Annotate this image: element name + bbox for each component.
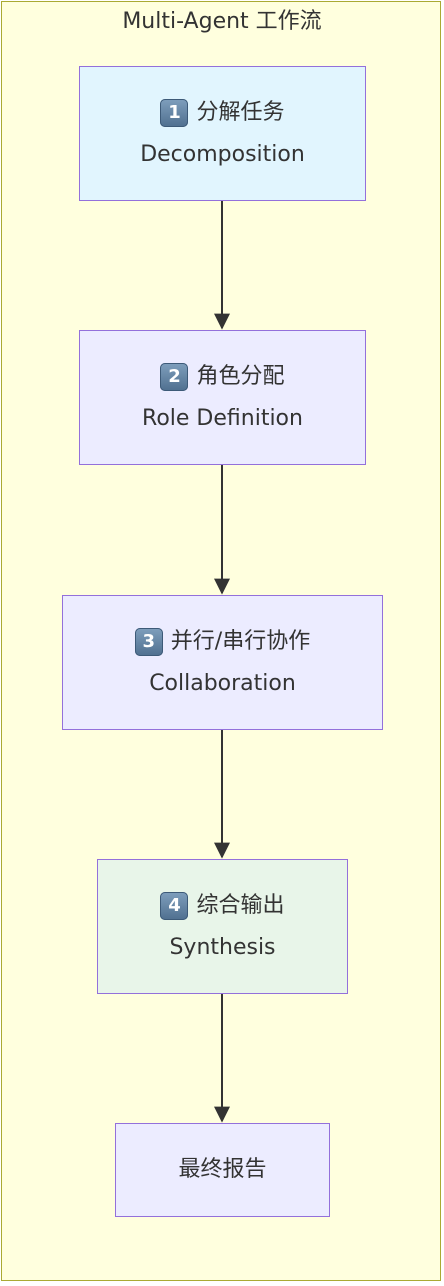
subgraph-title: Multi-Agent 工作流 bbox=[122, 9, 322, 34]
node-role-definition: 2 角色分配 Role Definition bbox=[79, 330, 366, 465]
node-sublabel: Decomposition bbox=[140, 141, 305, 167]
node-label: 分解任务 bbox=[196, 99, 285, 125]
node-collaboration: 3 并行/串行协作 Collaboration bbox=[62, 595, 383, 730]
keycap-4-icon: 4 bbox=[160, 891, 189, 920]
node-label: 最终报告 bbox=[178, 1157, 267, 1182]
node-label: 综合输出 bbox=[196, 892, 285, 918]
node-sublabel: Collaboration bbox=[149, 670, 296, 696]
node-sublabel: Role Definition bbox=[142, 405, 303, 431]
node-final-report: 最终报告 bbox=[115, 1123, 330, 1217]
keycap-3-icon: 3 bbox=[134, 627, 163, 656]
node-sublabel: Synthesis bbox=[169, 934, 276, 960]
node-label: 并行/串行协作 bbox=[170, 628, 311, 654]
node-synthesis: 4 综合输出 Synthesis bbox=[97, 859, 348, 994]
keycap-1-icon: 1 bbox=[160, 98, 189, 127]
node-decomposition: 1 分解任务 Decomposition bbox=[79, 66, 366, 201]
keycap-2-icon: 2 bbox=[160, 362, 189, 391]
node-label: 角色分配 bbox=[196, 363, 285, 389]
